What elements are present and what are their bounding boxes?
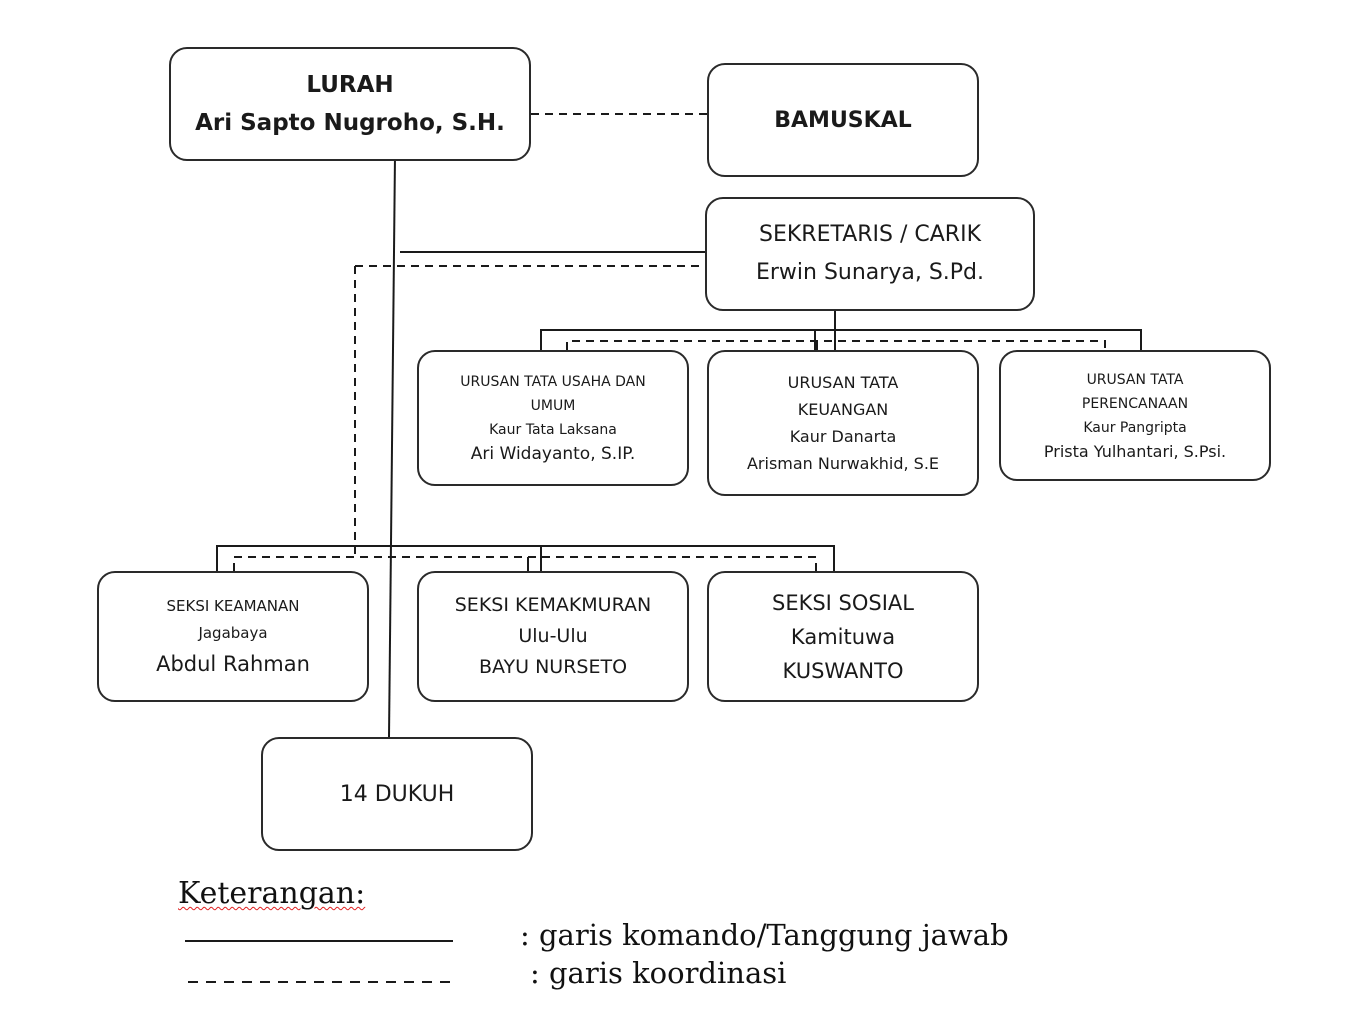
node-seksi-keamanan: SEKSI KEAMANAN Jagabaya Abdul Rahman bbox=[97, 571, 369, 702]
seksi-role: Ulu-Ulu bbox=[518, 625, 588, 647]
legend-dashed-label: : garis koordinasi bbox=[530, 956, 787, 990]
urusan-title-line1: URUSAN TATA bbox=[787, 373, 899, 392]
urusan-title-line1: URUSAN TATA bbox=[1086, 371, 1184, 388]
bamuskal-title: BAMUSKAL bbox=[774, 107, 912, 133]
urusan-name: Prista Yulhantari, S.Psi. bbox=[1043, 441, 1227, 461]
command-line-seksi-bus bbox=[216, 545, 835, 571]
urusan-title-line2: KEUANGAN bbox=[797, 400, 889, 419]
seksi-name: Abdul Rahman bbox=[156, 651, 310, 676]
seksi-name: KUSWANTO bbox=[782, 658, 904, 683]
legend-solid-label: : garis komando/Tanggung jawab bbox=[520, 918, 1009, 952]
urusan-role: Kaur Tata Laksana bbox=[489, 422, 617, 438]
urusan-title-line1: URUSAN TATA USAHA DAN bbox=[460, 374, 646, 390]
node-seksi-kemakmuran: SEKSI KEMAKMURAN Ulu-Ulu BAYU NURSETO bbox=[417, 571, 689, 702]
sekretaris-name: Erwin Sunarya, S.Pd. bbox=[755, 260, 985, 285]
lurah-title: LURAH bbox=[306, 72, 394, 98]
urusan-role: Kaur Danarta bbox=[789, 427, 897, 446]
command-line-lurah-trunk bbox=[388, 154, 396, 738]
urusan-name: Ari Widayanto, S.IP. bbox=[470, 444, 636, 464]
sekretaris-title: SEKRETARIS / CARIK bbox=[758, 222, 981, 247]
seksi-name: BAYU NURSETO bbox=[478, 656, 628, 678]
seksi-role: Jagabaya bbox=[198, 623, 268, 642]
node-lurah: LURAH Ari Sapto Nugroho, S.H. bbox=[169, 47, 531, 161]
seksi-role: Kamituwa bbox=[790, 624, 896, 649]
node-urusan-keuangan: URUSAN TATA KEUANGAN Kaur Danarta Arisma… bbox=[707, 350, 979, 496]
command-line-urusan-bus bbox=[540, 329, 1142, 350]
node-urusan-perencanaan: URUSAN TATA PERENCANAAN Kaur Pangripta P… bbox=[999, 350, 1271, 481]
urusan-name: Arisman Nurwakhid, S.E bbox=[746, 454, 940, 473]
urusan-title-line2: PERENCANAAN bbox=[1081, 395, 1189, 412]
lurah-name: Ari Sapto Nugroho, S.H. bbox=[195, 110, 505, 136]
node-bamuskal: BAMUSKAL bbox=[707, 63, 979, 177]
legend-title: Keterangan: bbox=[178, 876, 366, 911]
node-urusan-tata-usaha: URUSAN TATA USAHA DAN UMUM Kaur Tata Lak… bbox=[417, 350, 689, 486]
urusan-role: Kaur Pangripta bbox=[1083, 419, 1187, 436]
coordination-line-urusan-bus bbox=[566, 340, 1106, 350]
seksi-title: SEKSI KEAMANAN bbox=[166, 596, 300, 615]
seksi-title: SEKSI SOSIAL bbox=[771, 590, 915, 615]
node-seksi-sosial: SEKSI SOSIAL Kamituwa KUSWANTO bbox=[707, 571, 979, 702]
node-dukuh: 14 DUKUH bbox=[261, 737, 533, 851]
urusan-title-line2: UMUM bbox=[530, 398, 576, 414]
seksi-title: SEKSI KEMAKMURAN bbox=[454, 594, 652, 616]
coordination-line-seksi-bus bbox=[233, 556, 817, 571]
node-sekretaris: SEKRETARIS / CARIK Erwin Sunarya, S.Pd. bbox=[705, 197, 1035, 311]
dukuh-title: 14 DUKUH bbox=[339, 781, 455, 807]
